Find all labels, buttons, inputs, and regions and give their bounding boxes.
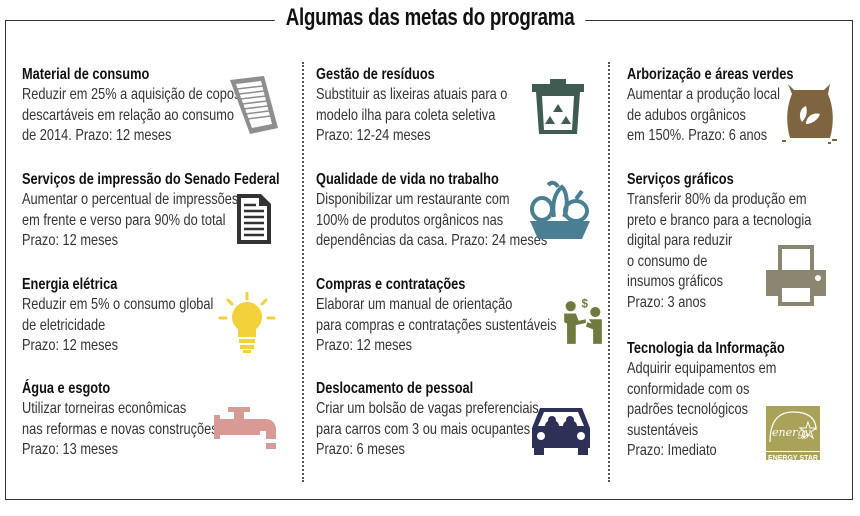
goal-text-line: descartáveis em relação ao consumo: [22, 106, 235, 124]
goal-title: Gestão de resíduos: [316, 66, 435, 83]
cups-icon: [230, 76, 278, 134]
goal-text-line: Reduzir em 25% a aquisição de copos: [22, 86, 241, 103]
goal-text-line: de 2014. Prazo: 12 meses: [22, 127, 172, 144]
goal-title: Qualidade de vida no trabalho: [316, 171, 499, 188]
goal-text-line: Transferir 80% da produção em: [627, 191, 807, 208]
goal-text-line: Prazo: 6 meses: [316, 441, 405, 458]
goal-text-line: digital para reduzir: [627, 232, 733, 249]
goal-text-line: Utilizar torneiras econômicas: [22, 400, 187, 417]
goal-text-line: o consumo de: [627, 252, 708, 270]
goal-text-line: Substituir as lixeiras atuais para o: [316, 86, 508, 103]
svg-text:$: $: [582, 299, 589, 311]
goal-text-line: Prazo: Imediato: [627, 442, 717, 459]
faucet-icon: [214, 407, 276, 449]
goal-title: Serviços de impressão do Senado Federal: [22, 171, 280, 188]
goal-text-line: para compras e contratações sustentáveis: [316, 316, 557, 334]
goal-text-line: Aumentar a produção local: [627, 86, 780, 103]
goal-title: Serviços gráficos: [627, 171, 734, 188]
goal-text-line: Prazo: 12 meses: [22, 232, 119, 249]
goal-text-line: Prazo: 12 meses: [316, 337, 413, 354]
goal-text-line: para carros com 3 ou mais ocupantes: [316, 420, 531, 438]
goal-title: Deslocamento de pessoal: [316, 380, 474, 397]
car-icon: [532, 408, 590, 455]
goal-text-line: de eletricidade: [22, 316, 106, 334]
goal-text-line: modelo ilha para coleta seletiva: [316, 106, 496, 124]
goal-text-line: em 150%. Prazo: 6 anos: [627, 127, 768, 144]
column-divider: [302, 62, 304, 482]
energy-star-logo: energy: [769, 411, 818, 443]
goal-text-line: dependências da casa. Prazo: 24 meses: [316, 232, 548, 249]
lightbulb-icon: [218, 292, 276, 353]
goal-title: Arborização e áreas verdes: [627, 66, 794, 83]
goal-text-line: Reduzir em 5% o consumo global: [22, 296, 214, 313]
goal-text-line: sustentáveis: [627, 421, 699, 439]
purchase-icon: $: [564, 299, 602, 344]
goal-text-line: 100% de produtos orgânicos nas: [316, 211, 504, 229]
goal-text-line: insumos gráficos: [627, 273, 724, 290]
goal-text-line: Prazo: 12-24 meses: [316, 127, 431, 144]
goal-text-line: nas reformas e novas construções: [22, 420, 218, 438]
energy-star-icon: energy ENERGY STAR: [766, 406, 820, 462]
document-icon: [237, 194, 271, 244]
goal-title: Energia elétrica: [22, 276, 118, 293]
goal-text-line: Criar um bolsão de vagas preferenciais: [316, 400, 539, 417]
infographic-title: Algumas das metas do programa: [274, 4, 586, 32]
printer-icon: [766, 245, 826, 306]
goal-text-line: Disponibilizar um restaurante com: [316, 191, 510, 208]
recycle-bin-icon: [532, 79, 584, 134]
goal-text-line: Prazo: 3 anos: [627, 293, 706, 311]
goal-text-line: Aumentar o percentual de impressões: [22, 191, 239, 208]
goal-text-line: conformidade com os: [627, 380, 750, 398]
goal-text-line: Prazo: 13 meses: [22, 441, 119, 458]
goal-text-line: preto e branco para a tecnologia: [627, 211, 812, 229]
goal-text-line: em frente e verso para 90% do total: [22, 211, 226, 229]
goal-title: Material de consumo: [22, 66, 150, 83]
fertilizer-bag-icon: [782, 84, 837, 144]
goal-text-line: Prazo: 12 meses: [22, 337, 119, 354]
goal-title: Água e esgoto: [22, 380, 111, 397]
goal-text-line: padrões tecnológicos: [627, 401, 748, 418]
goal-text-line: Adquirir equipamentos em: [627, 360, 777, 377]
energy-star-label: ENERGY STAR: [766, 451, 820, 465]
column-divider: [608, 62, 610, 482]
goal-title: Compras e contratações: [316, 276, 466, 293]
goal-text-line: de adubos orgânicos: [627, 106, 746, 124]
vegetable-bowl-icon: [530, 180, 590, 239]
goal-text-line: Elaborar um manual de orientação: [316, 296, 513, 313]
goal-title: Tecnologia da Informação: [627, 340, 785, 357]
